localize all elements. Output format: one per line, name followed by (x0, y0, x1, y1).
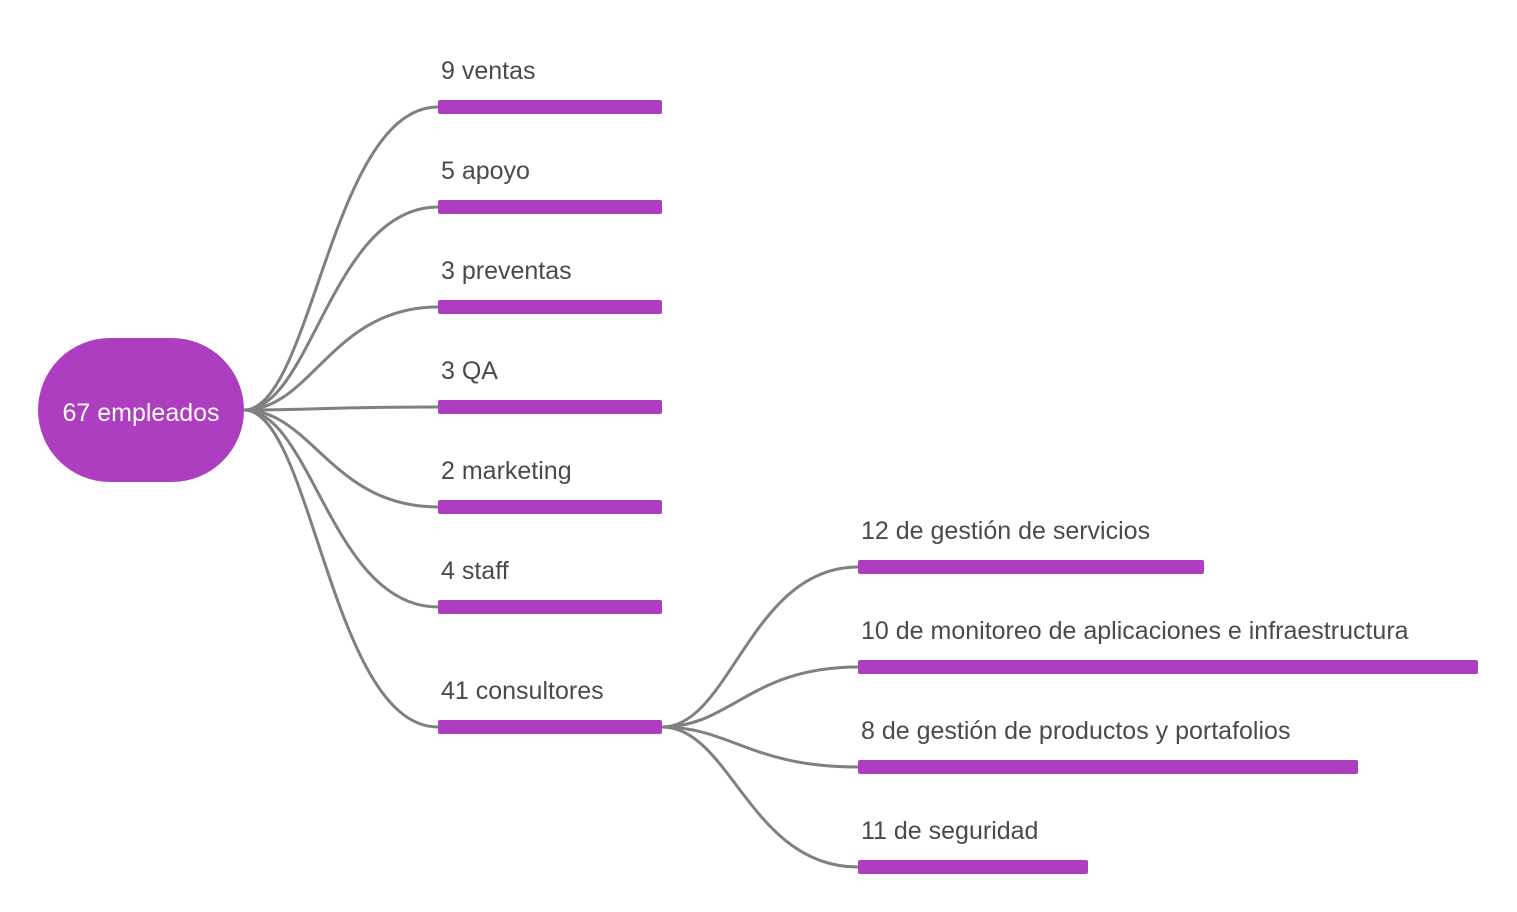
connector-root-to-branch-3 (243, 405, 439, 412)
branch-node-bar (438, 600, 662, 614)
connector-root-to-branch-1 (243, 205, 439, 412)
sub-node-label: 10 de monitoreo de aplicaciones e infrae… (861, 617, 1409, 645)
sub-node-1[interactable]: 10 de monitoreo de aplicaciones e infrae… (858, 617, 1478, 674)
sub-node-bar (858, 560, 1204, 574)
branch-node-label: 9 ventas (441, 57, 536, 85)
connector-branch-6-to-child-0 (661, 565, 859, 729)
branch-node-bar (438, 300, 662, 314)
branch-node-label: 3 preventas (441, 257, 572, 285)
connector-branch-6-to-child-2 (661, 725, 859, 769)
sub-node-label: 11 de seguridad (861, 817, 1038, 845)
sub-node-bar (858, 760, 1358, 774)
branch-node-4[interactable]: 2 marketing (438, 457, 662, 514)
branch-node-label: 4 staff (441, 557, 509, 585)
connector-branch-6-to-child-3 (661, 725, 859, 869)
branch-node-label: 2 marketing (441, 457, 572, 485)
sub-node-3[interactable]: 11 de seguridad (858, 817, 1088, 874)
branch-node-3[interactable]: 3 QA (438, 357, 662, 414)
connector-root-to-branch-5 (243, 408, 439, 609)
sub-node-0[interactable]: 12 de gestión de servicios (858, 517, 1204, 574)
sub-node-bar (858, 860, 1088, 874)
connector-root-to-branch-0 (243, 105, 439, 412)
sub-node-label: 8 de gestión de productos y portafolios (861, 717, 1290, 745)
branch-node-0[interactable]: 9 ventas (438, 57, 662, 114)
branch-node-label: 3 QA (441, 357, 498, 385)
branch-nodes-layer: 9 ventas 5 apoyo 3 preventas 3 QA 2 marketin… (438, 57, 662, 734)
connector-branch-6-to-child-1 (661, 665, 859, 729)
branch-node-bar (438, 200, 662, 214)
sub-nodes-layer: 12 de gestión de servicios 10 de monitore… (858, 517, 1478, 874)
sub-node-bar (858, 660, 1478, 674)
sub-node-2[interactable]: 8 de gestión de productos y portafolios (858, 717, 1358, 774)
branch-node-bar (438, 720, 662, 734)
branch-node-1[interactable]: 5 apoyo (438, 157, 662, 214)
branch-node-label: 41 consultores (441, 677, 604, 705)
connectors-layer (243, 105, 859, 869)
root-node-label: 67 empleados (62, 399, 219, 427)
branch-node-bar (438, 100, 662, 114)
branch-node-2[interactable]: 3 preventas (438, 257, 662, 314)
branch-node-6[interactable]: 41 consultores (438, 677, 662, 734)
branch-node-bar (438, 500, 662, 514)
connector-root-to-branch-4 (243, 408, 439, 509)
connector-root-to-branch-2 (243, 305, 439, 412)
sub-node-label: 12 de gestión de servicios (861, 517, 1150, 545)
branch-node-bar (438, 400, 662, 414)
root-node-shape (38, 338, 244, 482)
branch-node-5[interactable]: 4 staff (438, 557, 662, 614)
branch-node-label: 5 apoyo (441, 157, 530, 185)
connector-root-to-branch-6 (243, 408, 439, 729)
root-node[interactable]: 67 empleados (38, 338, 244, 482)
